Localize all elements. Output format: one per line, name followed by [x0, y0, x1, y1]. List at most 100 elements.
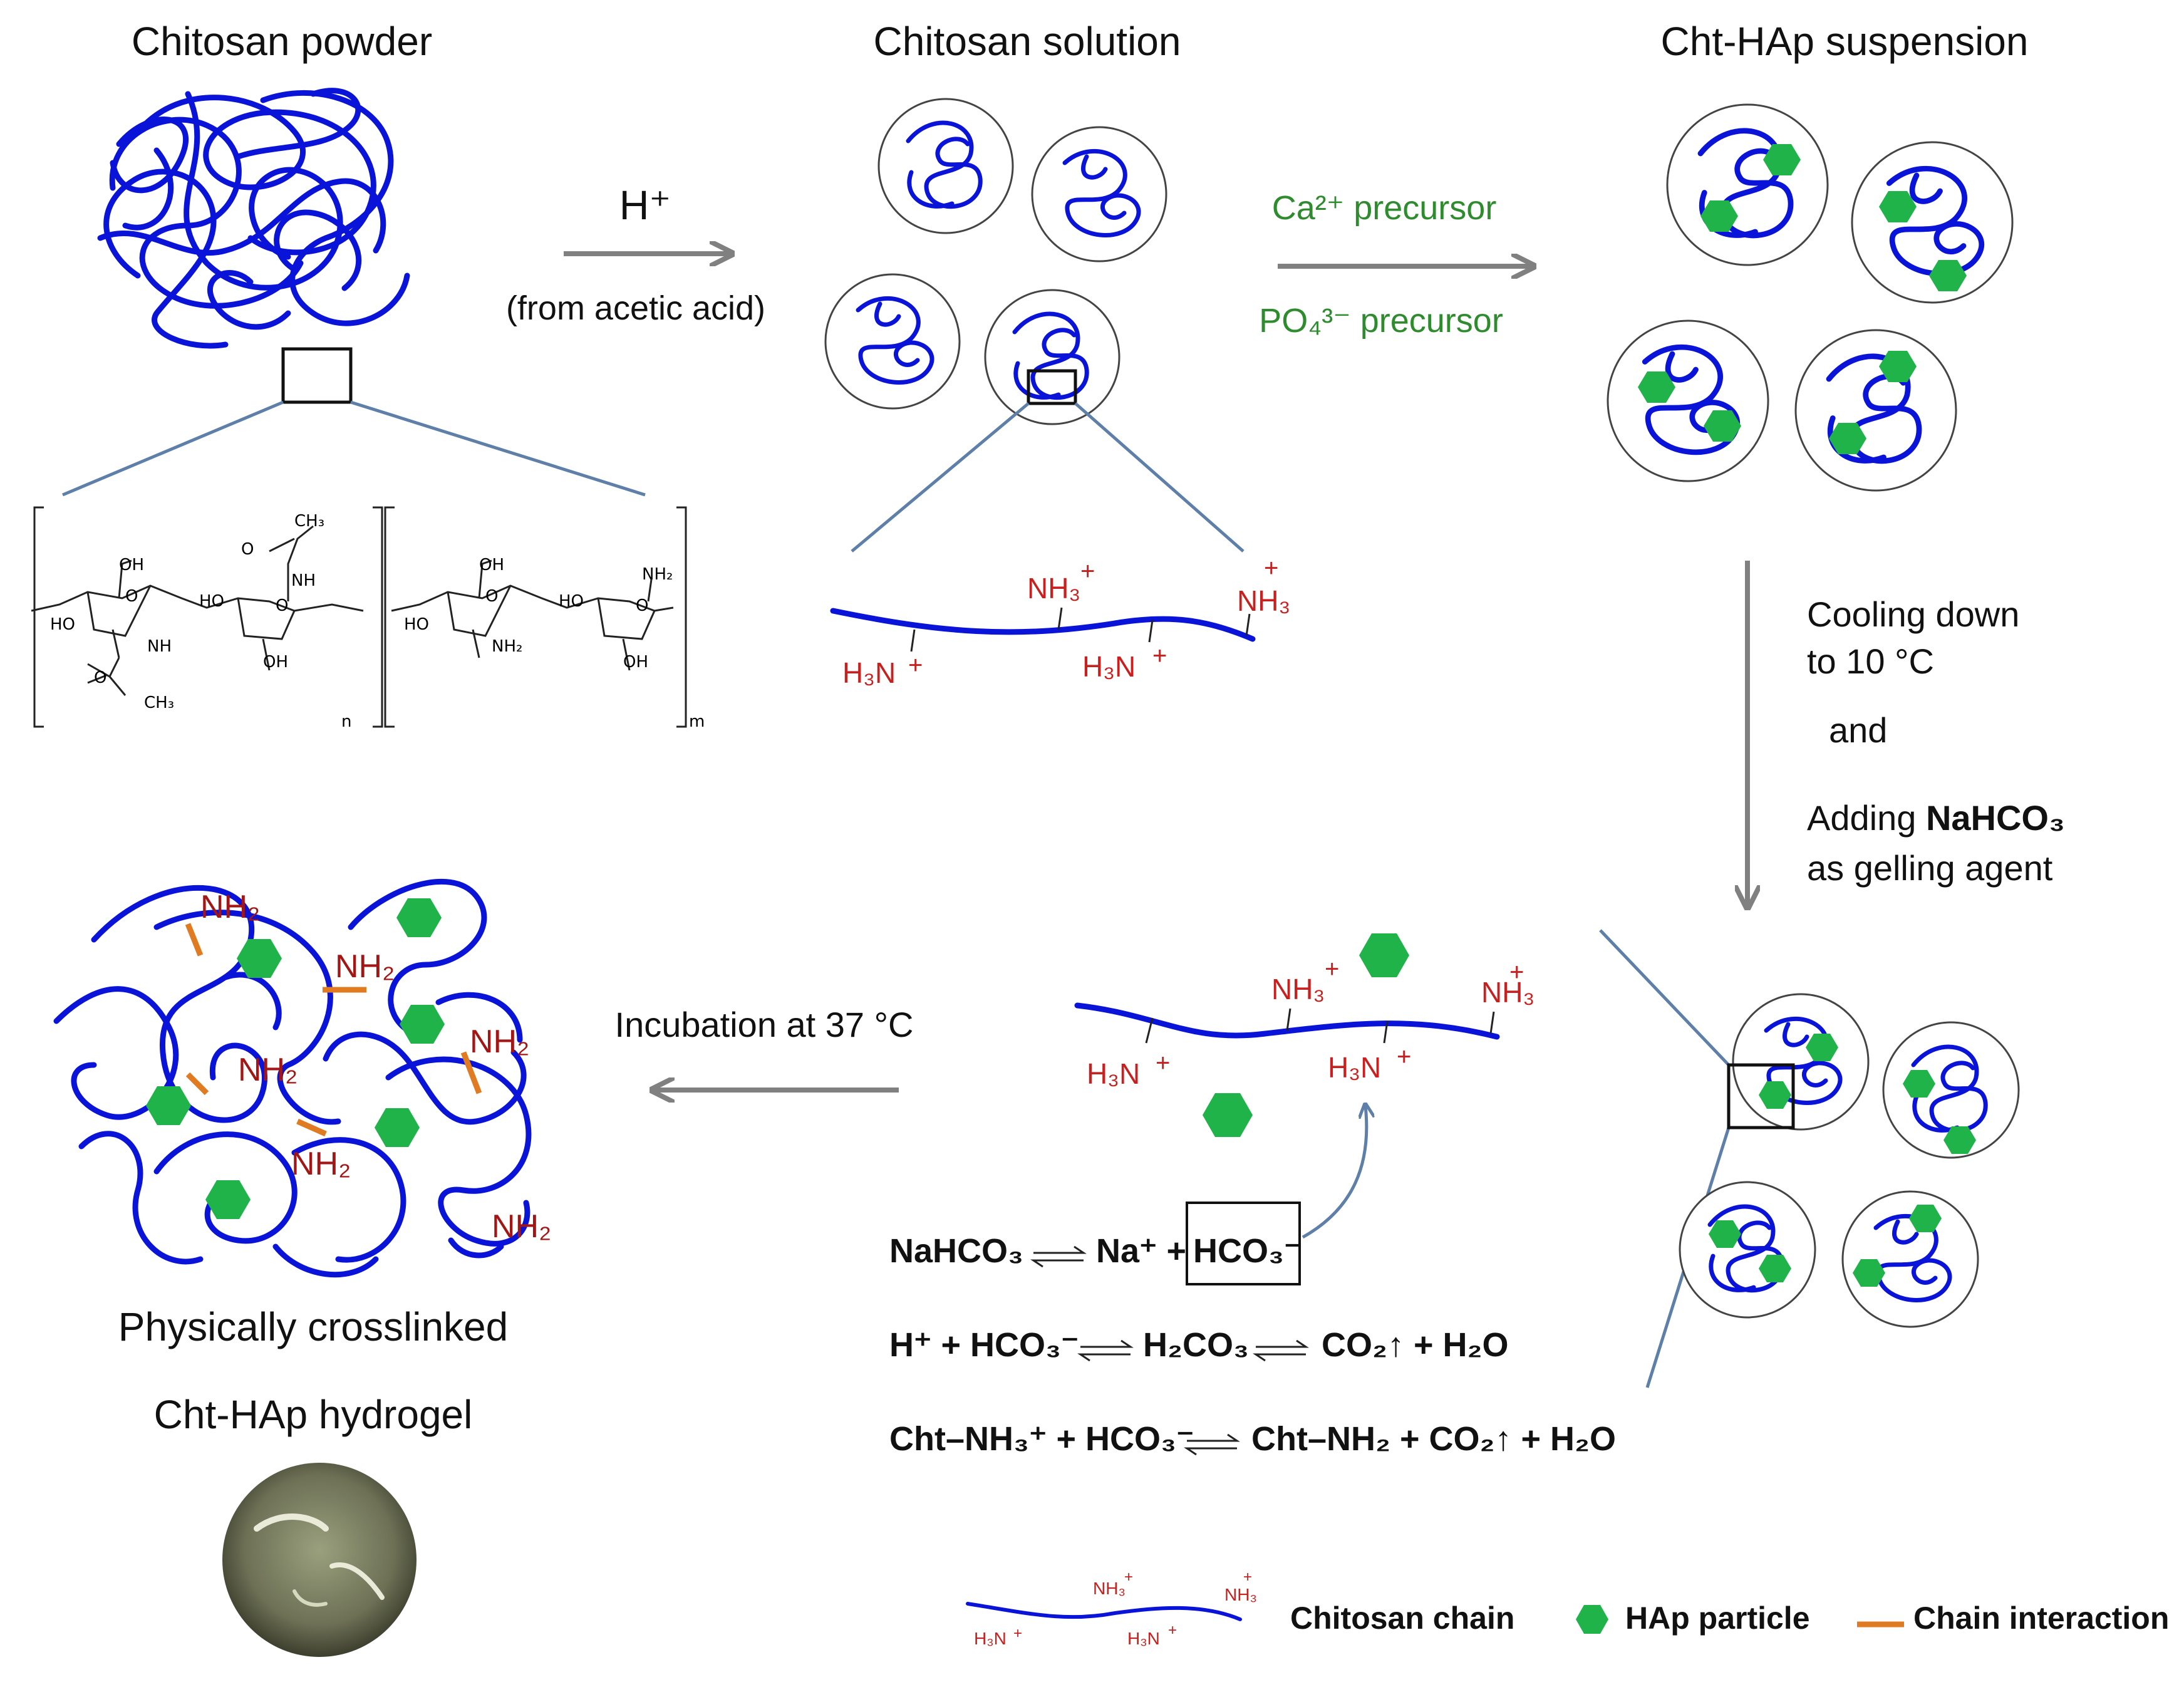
- amine-group-label: NH₂: [470, 1024, 529, 1060]
- atom-label: NH₂: [642, 565, 673, 584]
- gelling-agent-line2: as gelling agent: [1807, 848, 2053, 888]
- charged-group-label: NH₃: [1224, 1585, 1257, 1604]
- atom-label: O: [94, 668, 106, 687]
- atom-label: CH₃: [144, 693, 174, 712]
- charge-sign: +: [1124, 1569, 1133, 1586]
- chitosan-powder-tangle: [97, 88, 410, 349]
- bicarbonate-arrow: [1302, 1106, 1367, 1239]
- atom-label: O: [125, 587, 138, 606]
- atom-label: OH: [623, 653, 648, 672]
- amine-group-label: NH₂: [291, 1146, 351, 1182]
- atom-label: HO: [50, 615, 75, 634]
- reaction-equations: NaHCO₃ Na⁺ + HCO₃⁻ H⁺ + HCO₃⁻ H₂CO₃ CO₂↑…: [889, 1202, 1616, 1458]
- amine-group-label: NH₂: [200, 889, 260, 925]
- atom-label: NH: [291, 571, 316, 590]
- charge-sign: +: [1325, 955, 1339, 983]
- hydrogel-label-line2: Cht-HAp hydrogel: [154, 1392, 473, 1437]
- zoom-line: [851, 402, 1030, 553]
- gelling-suspension-particles: [1679, 993, 2020, 1328]
- atom-label: O: [276, 596, 288, 615]
- legend: H₃N + NH₃ + H₃N + NH₃ + Chitosan chain H…: [966, 1569, 2169, 1648]
- hydrogel-photo: [222, 1463, 417, 1657]
- zoom-line: [350, 400, 646, 497]
- stage-title-solution: Chitosan solution: [874, 19, 1181, 64]
- chitosan-structure: OH HO O NH O CH₃ HO O OH NH O CH₃ n OH H…: [31, 506, 705, 731]
- zoom-box-gel: [1727, 1063, 1795, 1129]
- amine-group-label: NH₂: [492, 1208, 551, 1245]
- charged-group-label: NH₃: [1027, 572, 1080, 605]
- atom-label: O: [241, 540, 254, 559]
- atom-label: NH: [147, 637, 172, 656]
- crosslinked-hydrogel-network: NH₂ NH₂ NH₂ NH₂ NH₂ NH₂: [53, 878, 551, 1278]
- hap-particle: [1359, 933, 1409, 977]
- adding-label: Adding: [1807, 798, 1926, 838]
- zoom-line: [62, 400, 284, 497]
- charge-sign: +: [908, 652, 923, 679]
- legend-particle-symbol: [1576, 1605, 1608, 1634]
- atom-label: OH: [263, 653, 288, 672]
- amine-group-label: NH₂: [335, 948, 395, 985]
- charged-group-label: NH₃: [1481, 976, 1534, 1009]
- atom-label: HO: [199, 592, 224, 611]
- stage-title-powder: Chitosan powder: [132, 19, 432, 64]
- incubation-label: Incubation at 37 °C: [615, 1005, 914, 1044]
- calcium-precursor-label: Ca²⁺ precursor: [1272, 189, 1497, 227]
- legend-interaction-label: Chain interaction: [1913, 1601, 2169, 1636]
- charge-sign: +: [1168, 1622, 1177, 1639]
- charged-group-label: H₃N: [842, 657, 896, 689]
- nahco3-label: NaHCO₃: [1926, 798, 2065, 838]
- charge-sign: +: [1509, 958, 1524, 986]
- and-label: and: [1829, 710, 1887, 750]
- eq2-mid: H₂CO₃: [1143, 1326, 1249, 1364]
- atom-label: HO: [559, 592, 584, 611]
- eq1-mid: Na⁺ +: [1096, 1232, 1186, 1270]
- hap-particle: [1203, 1093, 1253, 1137]
- eq2-left: H⁺ + HCO₃⁻: [889, 1326, 1079, 1364]
- atom-label: O: [636, 596, 648, 615]
- phosphate-precursor-label: PO₄³⁻ precursor: [1259, 302, 1503, 340]
- eq1-box: HCO₃⁻: [1193, 1232, 1302, 1270]
- bicarbonate-box: [1186, 1202, 1301, 1285]
- charged-group-label: NH₃: [1271, 973, 1325, 1005]
- charged-group-label: NH₃: [1093, 1579, 1126, 1598]
- atom-label: OH: [119, 556, 144, 574]
- charged-group-label: H₃N: [1082, 650, 1136, 683]
- amine-group-label: NH₂: [238, 1052, 298, 1088]
- eq2-right: CO₂↑ + H₂O: [1322, 1326, 1509, 1364]
- atom-label: HO: [404, 615, 429, 634]
- zoom-line: [1074, 402, 1245, 553]
- charge-sign: +: [1080, 558, 1095, 585]
- zoom-line: [1599, 929, 1730, 1066]
- charge-sign: +: [1397, 1043, 1411, 1071]
- charge-sign: +: [1152, 642, 1167, 670]
- gelling-agent-line1: Adding NaHCO₃: [1807, 798, 2065, 838]
- acid-source-label: (from acetic acid): [506, 289, 765, 327]
- cht-hap-suspension-particles: [1607, 103, 2014, 492]
- cooling-label-line2: to 10 °C: [1807, 641, 1934, 681]
- chitosan-solution-particles: [824, 98, 1167, 425]
- eq3-right: Cht–NH₂ + CO₂↑ + H₂O: [1251, 1420, 1616, 1458]
- eq1-left: NaHCO₃: [889, 1232, 1023, 1270]
- cooling-label-line1: Cooling down: [1807, 594, 2019, 634]
- zoom-box-solution: [1027, 369, 1077, 405]
- atom-label: O: [485, 587, 498, 606]
- acid-ion-label: H⁺: [619, 182, 671, 228]
- hydrogel-label-line1: Physically crosslinked: [118, 1304, 508, 1349]
- charge-sign: +: [1264, 554, 1278, 582]
- atom-label: CH₃: [294, 512, 324, 531]
- legend-particle-label: HAp particle: [1625, 1601, 1810, 1636]
- charge-sign: +: [1243, 1569, 1252, 1586]
- repeat-index: m: [689, 712, 705, 731]
- protonated-chitosan-chain: H₃N + NH₃ + H₃N + NH₃ +: [830, 554, 1290, 689]
- repeat-index: n: [341, 712, 351, 731]
- legend-chain-label: Chitosan chain: [1290, 1601, 1514, 1636]
- charged-group-label: H₃N: [1127, 1629, 1160, 1648]
- charge-sign: +: [1013, 1625, 1022, 1642]
- atom-label: NH₂: [492, 637, 522, 656]
- charged-group-label: NH₃: [1237, 584, 1290, 617]
- charged-group-label: H₃N: [1087, 1057, 1140, 1090]
- legend-chain-symbol: H₃N + NH₃ + H₃N + NH₃ +: [966, 1569, 1257, 1648]
- charged-group-label: H₃N: [1328, 1051, 1381, 1084]
- zoom-box-powder: [281, 347, 353, 404]
- eq3-left: Cht–NH₃⁺ + HCO₃⁻: [889, 1420, 1194, 1458]
